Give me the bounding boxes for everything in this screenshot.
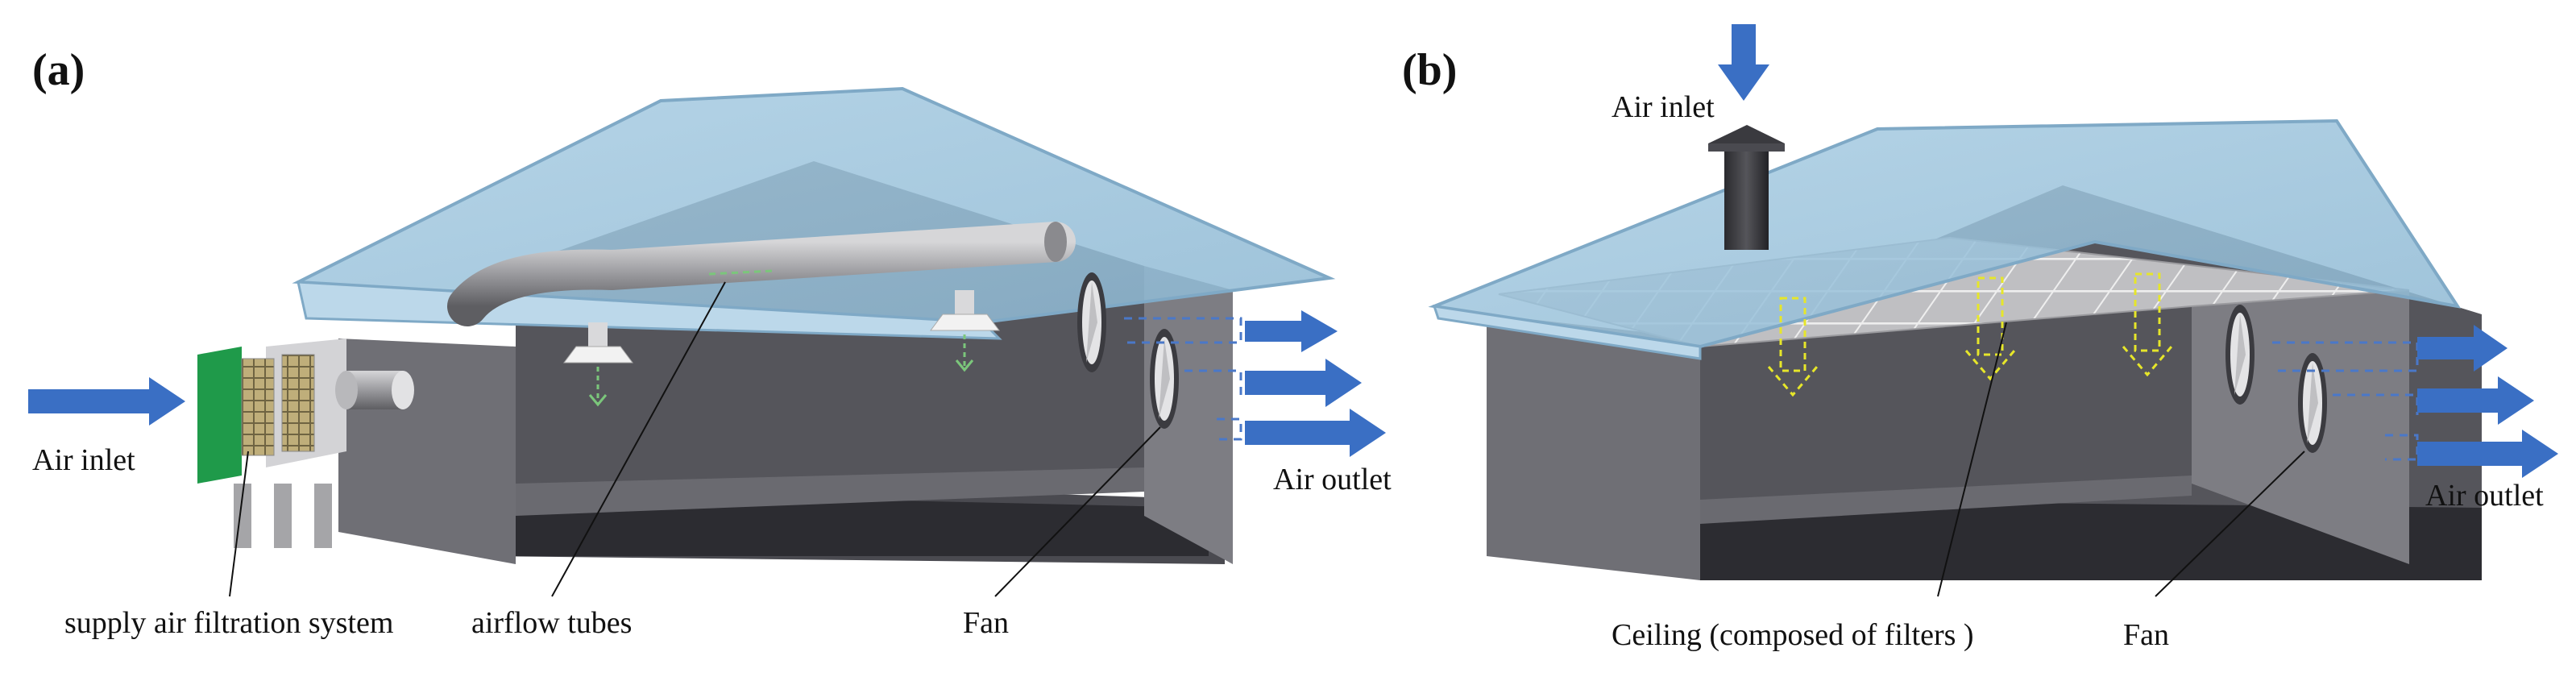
air-inlet-label-a: Air inlet — [32, 443, 135, 477]
callout-line-fan-b — [2155, 451, 2305, 597]
fan-2-a — [1150, 329, 1179, 429]
outlet-arrow-2-b — [2417, 376, 2534, 425]
ceiling-flow-arrow-1 — [1767, 297, 1819, 397]
callout-line-tubes — [551, 281, 726, 597]
air-outlet-label-b: Air outlet — [2425, 479, 2544, 513]
ceiling-label: Ceiling (composed of filters ) — [1612, 618, 1974, 652]
exhaust-dash-3-a — [1217, 417, 1242, 441]
airflow-tubes-label: airflow tubes — [471, 606, 632, 640]
chimney-inlet — [1708, 125, 1785, 250]
left-wall-b — [1487, 314, 1700, 580]
diffuser-left — [563, 322, 633, 407]
fan-2-b — [2298, 353, 2327, 453]
inlet-arrow-a — [28, 377, 185, 426]
front-sill-b — [1700, 476, 2192, 524]
panel-b-label: (b) — [1402, 45, 1457, 95]
inlet-arrow-b — [1718, 24, 1769, 101]
outlet-arrow-3-b — [2417, 430, 2558, 478]
outlet-arrow-1-a — [1245, 310, 1338, 352]
fan-label-a: Fan — [963, 606, 1009, 640]
fan-label-b: Fan — [2123, 618, 2169, 652]
roof-front-edge-b — [1432, 305, 1702, 360]
filter-media-2 — [281, 354, 315, 452]
outlet-arrow-3-a — [1245, 409, 1386, 457]
filter-front-panel — [197, 347, 242, 484]
panel-b: (b) — [1402, 24, 2558, 652]
filtration-system — [197, 338, 414, 548]
ceiling-flow-arrow-3 — [2122, 272, 2173, 377]
airflow-tube — [447, 222, 1076, 326]
fan-1-b — [2225, 305, 2255, 405]
fan-1-a — [1077, 272, 1106, 372]
exhaust-dash-1-b — [2272, 341, 2419, 372]
callout-line-ceiling — [1937, 322, 2007, 597]
air-outlet-label-a: Air outlet — [1273, 463, 1392, 496]
diffuser-right — [930, 290, 1000, 372]
panel-a-label: (a) — [32, 45, 85, 95]
callout-line-filtration — [229, 451, 249, 597]
filtration-label: supply air filtration system — [64, 606, 393, 640]
panel-a: (a) — [28, 45, 1392, 640]
front-sill-a — [516, 467, 1144, 516]
exhaust-dash-2-a — [1184, 369, 1242, 395]
outlet-arrow-1-b — [2417, 325, 2508, 372]
ceiling-flow-arrow-2 — [1964, 276, 2016, 381]
interior-floor-b — [1700, 500, 2482, 580]
filter-media-1 — [241, 358, 275, 456]
exhaust-dash-1-a — [1124, 317, 1242, 344]
outlet-arrow-2-a — [1245, 359, 1362, 407]
roof-back-a — [292, 86, 1336, 325]
air-inlet-label-b: Air inlet — [1612, 90, 1715, 124]
callout-line-fan-a — [994, 426, 1161, 597]
